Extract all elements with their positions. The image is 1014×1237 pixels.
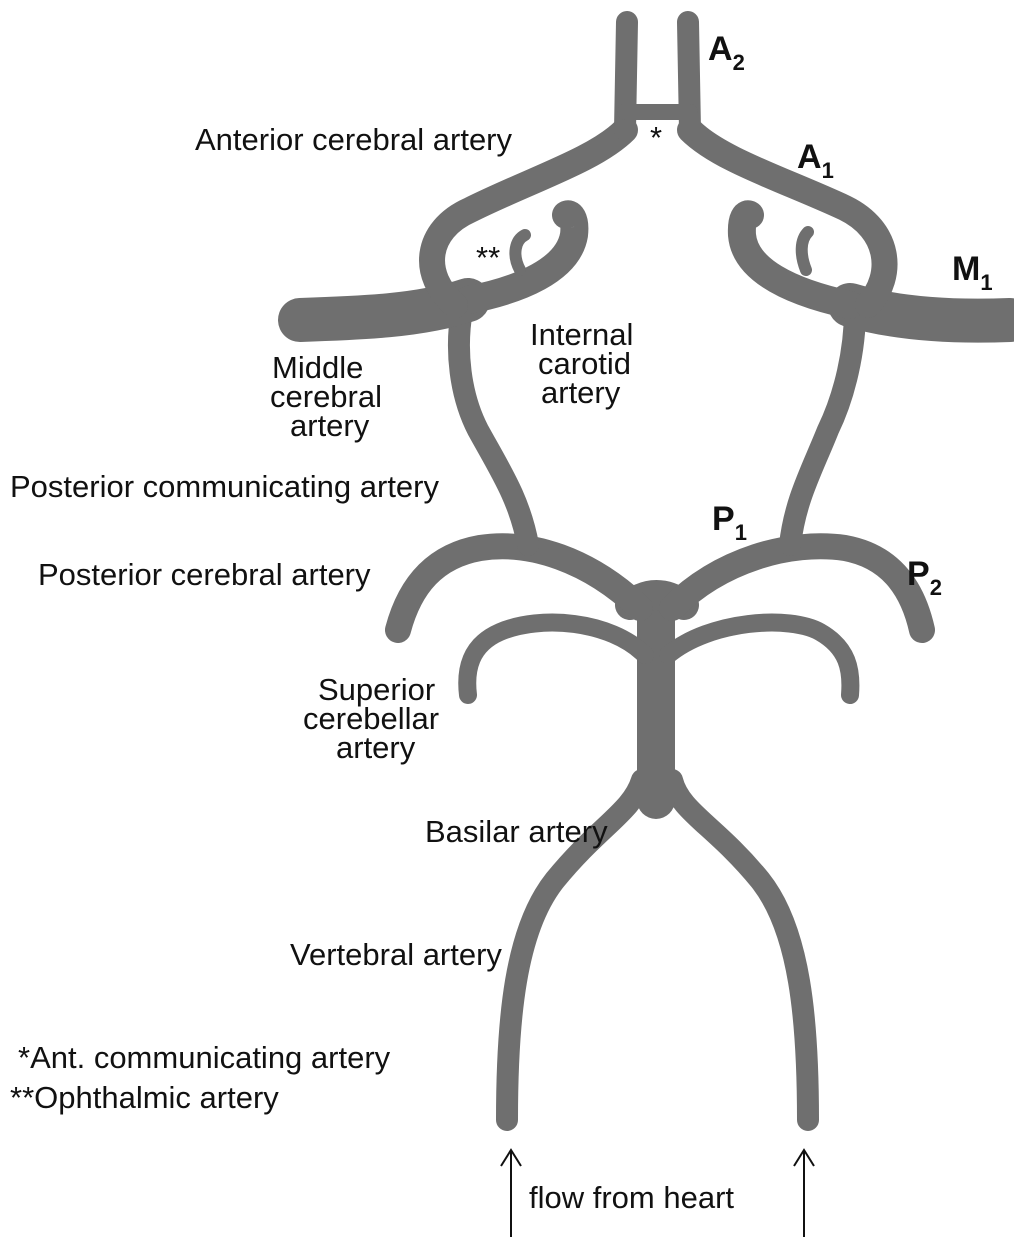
basilar-artery-label: Basilar artery	[425, 814, 608, 849]
posterior-cerebral-artery-label: Posterior cerebral artery	[38, 557, 371, 592]
ant-communicating-star: *	[650, 120, 662, 155]
vertebral-artery-label: Vertebral artery	[290, 937, 502, 972]
right-posterior-communicating-artery	[790, 310, 855, 545]
anterior-cerebral-artery-label: Anterior cerebral artery	[195, 122, 513, 157]
left-posterior-communicating-artery	[459, 310, 528, 545]
right-ophthalmic-artery	[802, 232, 808, 270]
right-vertebral-artery	[672, 780, 808, 1120]
internal-carotid-artery-label-3: artery	[541, 375, 621, 410]
footnote-ant-communicating: *Ant. communicating artery	[18, 1040, 391, 1075]
right-superior-cerebellar-artery	[668, 623, 850, 695]
superior-cerebellar-artery-label-3: artery	[336, 730, 416, 765]
right-flow-arrow-icon	[794, 1150, 814, 1237]
footnote-ophthalmic: **Ophthalmic artery	[10, 1080, 279, 1115]
ophthalmic-star: **	[476, 240, 500, 275]
left-flow-arrow-icon	[501, 1150, 521, 1237]
left-superior-cerebellar-artery	[467, 623, 645, 695]
segment-a2-label: A2	[708, 30, 745, 75]
middle-cerebral-artery-label-3: artery	[290, 408, 370, 443]
flow-from-heart-label: flow from heart	[529, 1180, 734, 1215]
segment-p1-label: P1	[712, 500, 747, 545]
segment-m1-label: M1	[952, 250, 993, 295]
right-internal-carotid-artery	[742, 214, 850, 305]
labels: Anterior cerebral artery * ** Middle cer…	[10, 120, 734, 1215]
posterior-communicating-artery-label: Posterior communicating artery	[10, 469, 439, 504]
left-ophthalmic-artery	[515, 235, 525, 270]
